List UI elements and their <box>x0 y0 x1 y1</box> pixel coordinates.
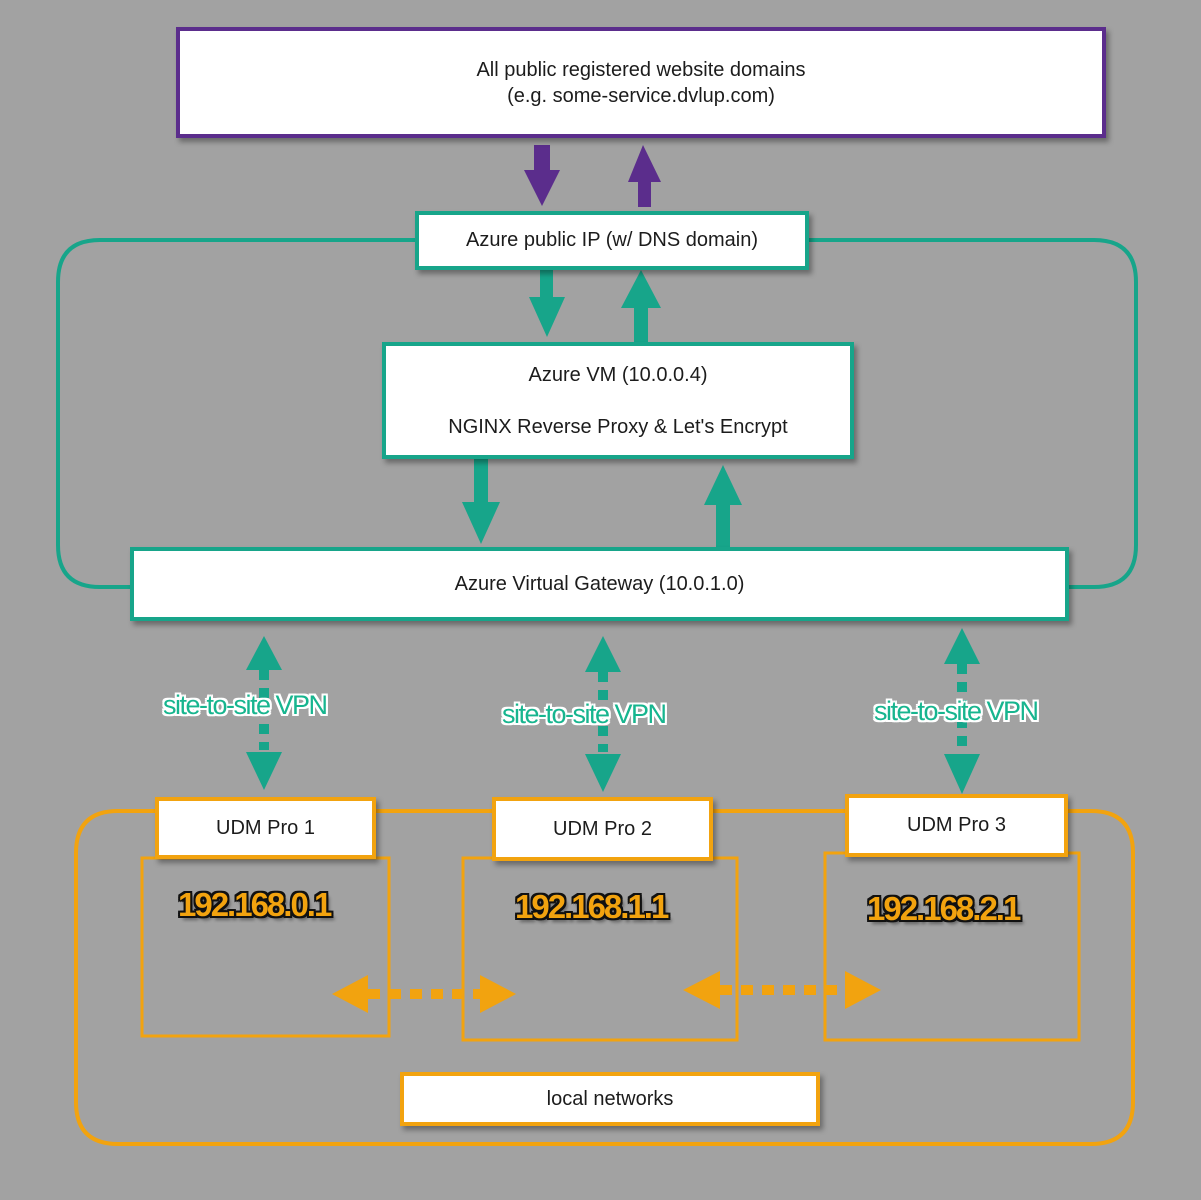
internet-arrows <box>524 145 661 207</box>
public-domains-box: All public registered website domains (e… <box>176 27 1106 138</box>
arrow-down-teal-2 <box>462 459 500 544</box>
azure-public-ip-box: Azure public IP (w/ DNS domain) <box>415 211 809 270</box>
vpn-label-2: site-to-site VPN <box>502 699 667 729</box>
arrow-down-teal-1 <box>529 270 565 337</box>
inter-site-arrow-1-2 <box>332 975 516 1013</box>
ip-vm-arrows <box>462 270 742 547</box>
vpn-arrows <box>246 628 980 794</box>
local-networks-box: local networks <box>400 1072 820 1126</box>
site-network-3 <box>823 851 1081 1042</box>
vpn-arrow-2 <box>585 636 621 792</box>
inter-site-arrow-2-3 <box>683 971 881 1009</box>
vpn-arrow-1 <box>246 636 282 790</box>
azure-vm-line2: NGINX Reverse Proxy & Let's Encrypt <box>448 415 788 438</box>
inter-site-arrows <box>332 971 881 1013</box>
udm-pro-1-box: UDM Pro 1 <box>155 797 376 859</box>
azure-gateway-label: Azure Virtual Gateway (10.0.1.0) <box>454 572 745 595</box>
vpn-arrow-3 <box>944 628 980 794</box>
azure-container <box>56 238 1138 589</box>
site-3-ip: 192.168.2.1 <box>867 890 1021 927</box>
site-2-ip: 192.168.1.1 <box>515 888 669 925</box>
arrow-down-purple <box>524 145 560 206</box>
udm-pro-3-box: UDM Pro 3 <box>845 794 1068 857</box>
vpn-label-1: site-to-site VPN <box>163 690 328 720</box>
site-network-2 <box>461 856 739 1042</box>
azure-public-ip-label: Azure public IP (w/ DNS domain) <box>466 229 758 251</box>
vpn-label-3: site-to-site VPN <box>874 696 1039 726</box>
udm-pro-1-label: UDM Pro 1 <box>216 816 315 839</box>
local-networks-label: local networks <box>546 1087 674 1110</box>
public-domains-line1: All public registered website domains <box>476 58 806 81</box>
udm-pro-2-box: UDM Pro 2 <box>492 797 713 861</box>
public-domains-line2: (e.g. some-service.dvlup.com) <box>507 84 775 107</box>
udm-pro-3-label: UDM Pro 3 <box>907 814 1006 836</box>
arrow-up-purple <box>628 145 661 207</box>
azure-vm-box: Azure VM (10.0.0.4) NGINX Reverse Proxy … <box>382 342 854 459</box>
arrow-up-teal-2 <box>704 465 742 547</box>
site-network-1 <box>140 856 391 1038</box>
azure-vm-line1: Azure VM (10.0.0.4) <box>528 363 708 386</box>
site-1-ip: 192.168.0.1 <box>178 886 332 923</box>
arrow-up-teal-1 <box>621 270 661 343</box>
udm-pro-2-label: UDM Pro 2 <box>553 817 652 840</box>
azure-gateway-box: Azure Virtual Gateway (10.0.1.0) <box>130 547 1069 621</box>
local-container <box>74 809 1135 1146</box>
